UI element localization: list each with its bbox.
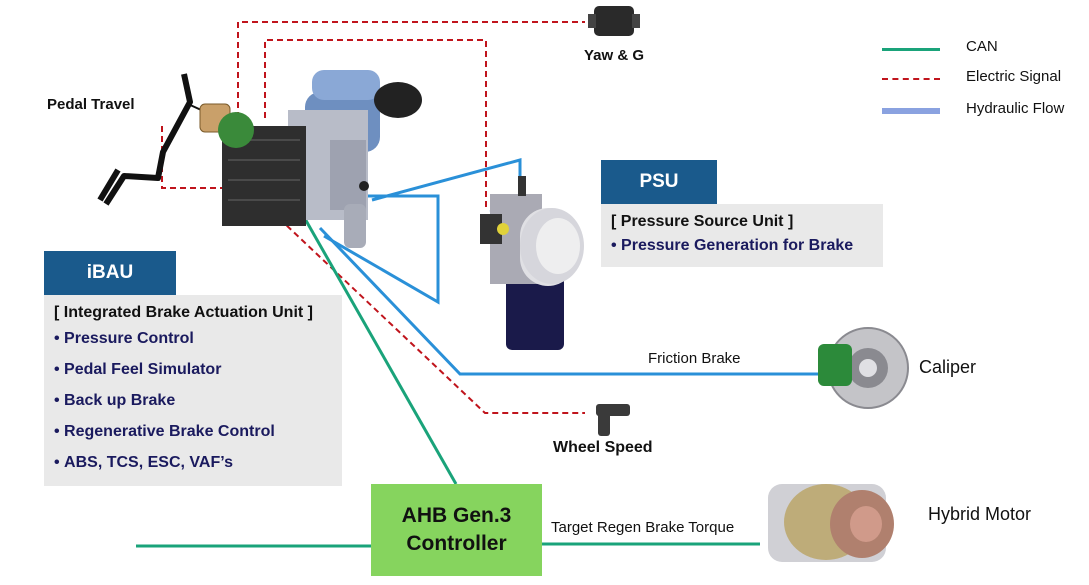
legend-item-can: CAN — [882, 38, 1082, 60]
psu-title: PSU — [601, 160, 717, 204]
hybrid-motor-icon — [768, 484, 894, 562]
ibau-unit-icon — [218, 70, 422, 248]
can-lines — [136, 209, 760, 548]
legend-swatch-can — [882, 48, 940, 51]
ibau-title: iBAU — [44, 251, 176, 295]
yaw-sensor-icon — [588, 6, 640, 36]
caliper-label: Caliper — [919, 357, 977, 377]
ibau-description-box: [ Integrated Brake Actuation Unit ] Pres… — [44, 295, 342, 486]
ahb-controller-box: AHB Gen.3 Controller — [371, 484, 542, 576]
legend-item-hydraulic: Hydraulic Flow — [882, 100, 1082, 122]
ibau-item: Pedal Feel Simulator — [54, 361, 342, 392]
friction-brake-label: Friction Brake — [648, 350, 741, 367]
legend-label: CAN — [966, 38, 998, 55]
ibau-item: Pressure Control — [54, 330, 342, 361]
caliper-icon — [818, 327, 909, 409]
ibau-subtitle: [ Integrated Brake Actuation Unit ] — [54, 304, 313, 321]
ibau-item: Regenerative Brake Control — [54, 423, 342, 454]
pedal-travel-label: Pedal Travel — [47, 96, 135, 113]
controller-line-1: AHB Gen.3 — [401, 504, 512, 527]
legend-swatch-hydraulic — [882, 108, 940, 114]
brake-pedal-icon — [97, 73, 231, 206]
psu-description-box: [ Pressure Source Unit ] Pressure Genera… — [601, 204, 883, 267]
electric-yaw-outer — [237, 21, 585, 118]
psu-item: Pressure Generation for Brake — [611, 237, 883, 255]
hydraulic-caliper — [318, 226, 818, 376]
legend-swatch-electric — [882, 78, 940, 80]
can-ibau-controller — [298, 209, 458, 485]
yaw-label: Yaw & G — [584, 47, 645, 64]
psu-unit-icon — [480, 176, 584, 350]
wheel-speed-label: Wheel Speed — [553, 439, 653, 456]
legend-label: Hydraulic Flow — [966, 100, 1065, 117]
psu-subtitle: [ Pressure Source Unit ] — [611, 213, 794, 230]
hybrid-motor-label: Hybrid Motor — [928, 504, 1032, 524]
legend-item-electric: Electric Signal — [882, 68, 1082, 90]
ibau-item: Back up Brake — [54, 392, 342, 423]
ibau-item: ABS, TCS, ESC, VAF’s — [54, 454, 342, 485]
wheel-speed-sensor-icon — [596, 404, 630, 436]
electric-yaw-inner — [264, 39, 487, 210]
controller-line-2: Controller — [406, 532, 507, 555]
hydraulic-psu-outer — [323, 194, 440, 305]
target-regen-label: Target Regen Brake Torque — [551, 519, 735, 536]
electric-pedal — [161, 126, 240, 189]
legend-label: Electric Signal — [966, 68, 1062, 85]
